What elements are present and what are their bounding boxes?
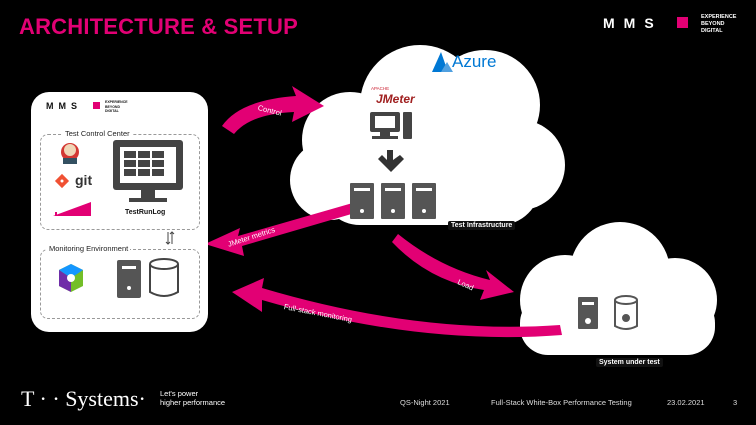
jmeter-computer-icon [370, 112, 412, 139]
panel-mms-square [93, 102, 100, 109]
test-control-center-label: Test Control Center [63, 129, 132, 138]
sut-server-icon [578, 297, 598, 329]
git-wordmark: git [75, 172, 93, 188]
jmeter-metrics-arrow [205, 198, 372, 256]
panel-icons [53, 140, 183, 298]
panel-mms-logo: MMS [46, 101, 82, 111]
test-infrastructure-label: Test Infrastructure [448, 221, 516, 230]
testrunlog-label: TestRunLog [125, 209, 166, 216]
sut-database-icon [614, 295, 638, 330]
panel-mms-tagline: EXPERIENCE BEYOND DIGITAL [105, 100, 128, 113]
jmeter-apache-text: APACHE [371, 86, 390, 91]
load-generator-servers-icon [350, 183, 436, 219]
server-icon [117, 260, 141, 298]
jmeter-logo: JMeter [376, 92, 415, 106]
jenkins-icon [61, 143, 79, 164]
footer-topic: Full-Stack White-Box Performance Testing [491, 398, 632, 407]
distribute-arrows-icon [378, 150, 404, 172]
gatling-icon [53, 202, 91, 216]
monitoring-environment-label: Monitoring Environment [47, 244, 131, 253]
load-arrow [392, 234, 514, 300]
azure-cloud [290, 45, 565, 225]
t-systems-logo: T · · Systems· [21, 386, 146, 411]
footer-page-number: 3 [733, 398, 738, 407]
footer-tagline: Let's power higher performance [160, 389, 226, 407]
control-arrow [222, 86, 324, 134]
git-icon [54, 173, 70, 189]
azure-icon [432, 52, 453, 72]
up-down-arrows-icon [165, 231, 175, 245]
mms-logo: MMS [603, 15, 663, 31]
mms-tagline: EXPERIENCE BEYOND DIGITAL [701, 14, 737, 34]
fullstack-arrow [232, 278, 562, 338]
setup-panel: MMS EXPERIENCE BEYOND DIGITAL Test Contr… [31, 92, 208, 332]
page-title: ARCHITECTURE & SETUP [19, 14, 299, 39]
system-under-test-label: System under test [596, 358, 663, 367]
database-icon [149, 258, 179, 297]
dynatrace-icon [59, 264, 83, 292]
mms-logo-square [677, 17, 688, 28]
footer-event: QS-Night 2021 [400, 398, 450, 407]
footer-date: 23.02.2021 [667, 398, 705, 407]
monitoring-environment-box [40, 249, 200, 319]
azure-wordmark: Azure [452, 52, 497, 71]
monitor-icon [113, 140, 183, 202]
